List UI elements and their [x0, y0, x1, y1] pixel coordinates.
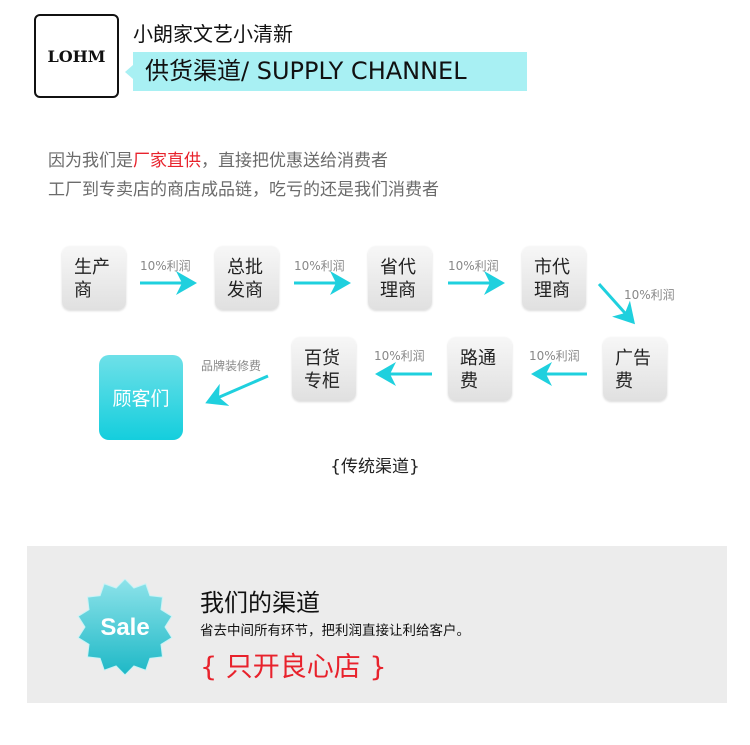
our-channel-subtitle: 省去中间所有环节，把利润直接让利给客户。: [200, 623, 470, 639]
node-label: 发商: [227, 280, 263, 301]
node-wholesaler: 总批发商: [215, 246, 279, 310]
our-channel-title: 我们的渠道: [200, 589, 320, 617]
intro-text: 因为我们是: [48, 151, 133, 171]
logo: LOHM: [34, 14, 119, 98]
edge-label: 10%利润: [624, 288, 675, 302]
our-channel-panel: Sale: [27, 546, 727, 703]
node-label: 总批: [227, 257, 263, 278]
node-label: 广告: [615, 348, 651, 369]
node-label: 生产: [74, 257, 110, 278]
node-department-store: 百货专柜: [292, 337, 356, 401]
edge-label: 10%利润: [374, 349, 425, 363]
node-label: 费: [615, 371, 633, 392]
sale-badge-text: Sale: [100, 614, 149, 641]
node-label: 百货: [304, 348, 340, 369]
node-customers: 顾客们: [99, 355, 183, 440]
edge-label: 10%利润: [140, 259, 191, 273]
brand-name: 小朗家文艺小清新: [133, 22, 293, 46]
node-advertising: 广告费: [603, 337, 667, 401]
node-label: 理商: [380, 280, 416, 301]
edge-label: 10%利润: [294, 259, 345, 273]
node-channel-fee: 路通费: [448, 337, 512, 401]
node-city-agent: 市代理商: [522, 246, 586, 310]
arrow: [597, 282, 636, 325]
intro-line-2: 工厂到专卖店的商店成品链，吃亏的还是我们消费者: [48, 180, 439, 200]
section-title: 供货渠道/ SUPPLY CHANNEL: [125, 52, 527, 91]
intro-line-1: 因为我们是厂家直供，直接把优惠送给消费者: [48, 146, 388, 171]
node-label: 省代: [380, 257, 416, 278]
node-label: 费: [460, 371, 478, 392]
node-label: 理商: [534, 280, 570, 301]
node-label: 市代: [534, 257, 570, 278]
node-label: 专柜: [304, 371, 340, 392]
node-label: 商: [74, 280, 92, 301]
arrow: [205, 374, 269, 406]
intro-text: ，直接把优惠送给消费者: [201, 151, 388, 171]
diagram-caption: {传统渠道}: [330, 457, 420, 477]
node-manufacturer: 生产商: [62, 246, 126, 310]
sale-badge-icon: Sale: [77, 579, 173, 675]
edge-label: 10%利润: [448, 259, 499, 273]
node-label: 路通: [460, 348, 496, 369]
our-channel-slogan: { 只开良心店 }: [200, 652, 387, 683]
node-provincial-agent: 省代理商: [368, 246, 432, 310]
intro-highlight: 厂家直供: [133, 151, 201, 171]
edge-label: 10%利润: [529, 349, 580, 363]
edge-label: 品牌装修费: [201, 359, 262, 373]
